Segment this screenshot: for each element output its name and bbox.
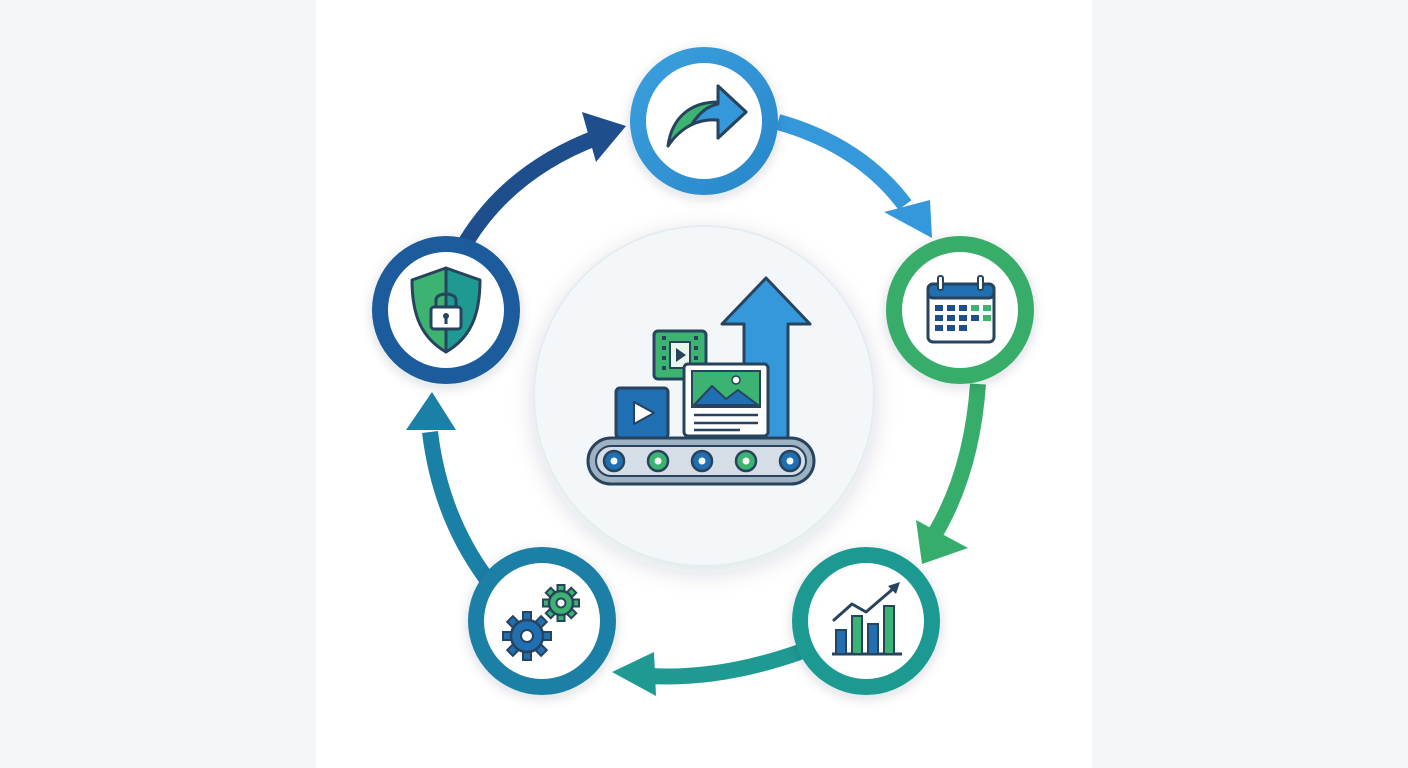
node-schedule bbox=[886, 236, 1034, 384]
gears-icon bbox=[502, 584, 580, 661]
conveyor-rollers bbox=[602, 449, 802, 473]
bar-chart-growth-icon bbox=[832, 582, 902, 656]
arrow-security-to-share bbox=[459, 112, 626, 247]
node-security bbox=[372, 236, 520, 384]
share-arrow-icon bbox=[666, 84, 748, 148]
arrow-schedule-to-analytics bbox=[916, 383, 986, 564]
arrow-analytics-to-automation bbox=[612, 644, 803, 696]
cycle-arrows bbox=[406, 112, 986, 696]
arrow-share-to-schedule bbox=[775, 114, 932, 238]
node-share bbox=[630, 47, 778, 195]
node-automation bbox=[468, 547, 616, 695]
image-document-icon bbox=[682, 362, 770, 438]
video-clip-icon bbox=[652, 329, 708, 381]
calendar-icon bbox=[926, 275, 996, 344]
shield-lock-icon bbox=[410, 266, 482, 354]
center-hub bbox=[533, 225, 875, 567]
node-analytics bbox=[792, 547, 940, 695]
arrow-automation-to-security bbox=[406, 392, 493, 583]
video-play-icon bbox=[614, 386, 670, 440]
conveyor-belt-icon bbox=[586, 436, 816, 486]
